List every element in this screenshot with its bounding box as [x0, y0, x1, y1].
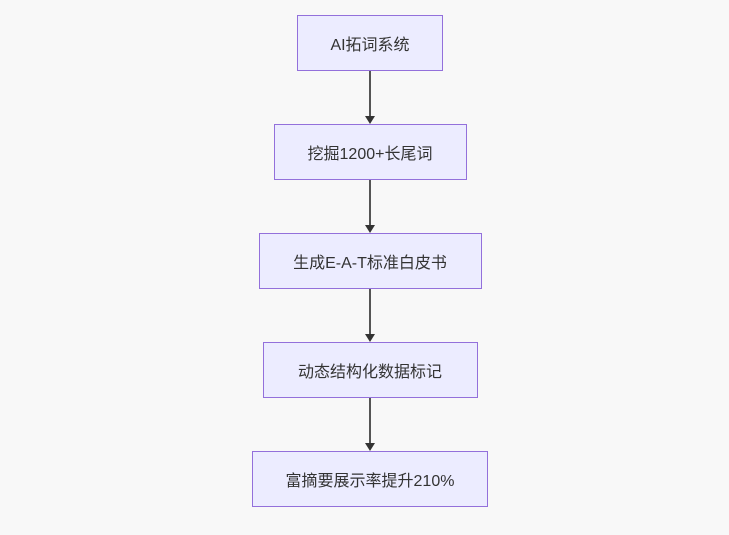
flow-node-rich-snippet-result: 富摘要展示率提升210%: [252, 451, 488, 507]
arrow-line: [369, 71, 371, 116]
arrow-head-icon: [365, 116, 375, 124]
flow-node-structured-data-markup: 动态结构化数据标记: [262, 342, 478, 398]
flowchart: AI拓词系统 挖掘1200+长尾词 生成E-A-T标准白皮书 动态结构化数据标记…: [252, 15, 488, 507]
arrow-line: [369, 289, 371, 334]
arrow-head-icon: [365, 334, 375, 342]
arrow-head-icon: [365, 225, 375, 233]
arrow-line: [369, 180, 371, 225]
arrow-down-icon: [365, 71, 375, 124]
flow-node-label: 富摘要展示率提升210%: [285, 473, 455, 490]
flow-node-label: AI拓词系统: [330, 37, 410, 54]
flow-node-label: 动态结构化数据标记: [297, 364, 442, 381]
flow-node-longtail-mining: 挖掘1200+长尾词: [273, 124, 467, 180]
arrow-line: [369, 398, 371, 443]
flow-node-ai-keyword-system: AI拓词系统: [297, 15, 443, 71]
flow-node-label: 挖掘1200+长尾词: [307, 146, 433, 163]
arrow-head-icon: [365, 443, 375, 451]
flow-node-label: 生成E-A-T标准白皮书: [293, 255, 447, 272]
arrow-down-icon: [365, 180, 375, 233]
flow-node-eat-whitepaper: 生成E-A-T标准白皮书: [258, 233, 482, 289]
arrow-down-icon: [365, 398, 375, 451]
arrow-down-icon: [365, 289, 375, 342]
